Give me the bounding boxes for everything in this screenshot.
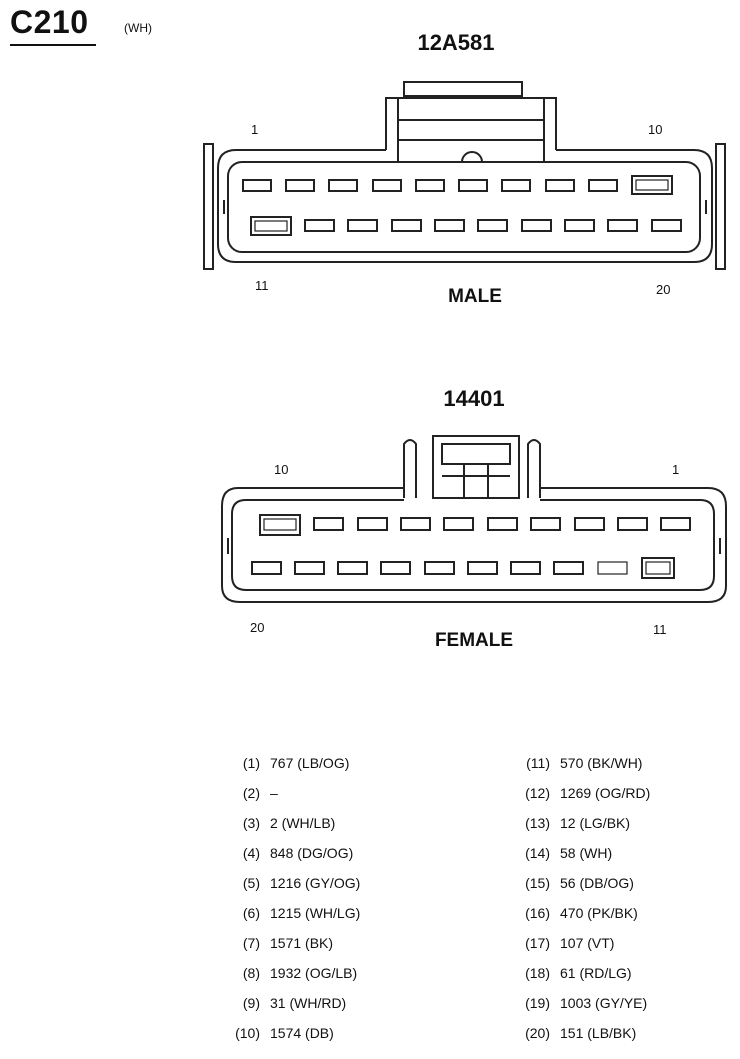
pinout-row: (2)– (214, 785, 278, 801)
pinout-row: (12) 1269 (OG/RD) (504, 785, 650, 801)
pin-description: 61 (RD/LG) (560, 965, 632, 981)
female-pin-label-top-right: 1 (672, 462, 680, 477)
female-pin-label-bottom-left: 20 (250, 620, 265, 635)
pin-number: (12) (525, 785, 550, 801)
female-part-number: 14401 (443, 386, 505, 411)
pinout-row: (4) 848 (DG/OG) (214, 845, 353, 861)
pinout-row: (19) 1003 (GY/YE) (504, 995, 647, 1011)
pin-number: (15) (525, 875, 550, 891)
pin-description: – (270, 785, 278, 801)
pinout-row: (3) 2 (WH/LB) (214, 815, 335, 831)
male-pin-cavities (242, 175, 682, 236)
connector-id: C210 (10, 4, 89, 40)
pinout-row: (15) 56 (DB/OG) (504, 875, 634, 891)
pin-number: (16) (525, 905, 550, 921)
pin-description: 848 (DG/OG) (270, 845, 354, 861)
pin-number: (7) (242, 935, 260, 951)
pin-description: 1269 (OG/RD) (560, 785, 651, 801)
pin-description: 12 (LG/BK) (560, 815, 631, 831)
pin-number: (20) (525, 1025, 550, 1041)
pinout-row: (14) 58 (WH) (504, 845, 612, 861)
male-part-number: 12A581 (417, 30, 495, 55)
male-pin-label-bottom-right: 20 (656, 282, 671, 297)
pinout-row: (5) 1216 (GY/OG) (214, 875, 360, 891)
pin-number: (5) (242, 875, 260, 891)
male-pin-label-bottom-left: 11 (255, 278, 269, 293)
pin-description: 58 (WH) (560, 845, 613, 861)
pin-description: 570 (BK/WH) (560, 755, 643, 771)
pin-description: 1932 (OG/LB) (270, 965, 358, 981)
male-label: MALE (448, 286, 502, 307)
female-connector-face (221, 435, 727, 603)
pin-number: (8) (242, 965, 260, 981)
pinout-row: (11) 570 (BK/WH) (504, 755, 642, 771)
pin-description: 1571 (BK) (270, 935, 334, 951)
pinout-row: (8) 1932 (OG/LB) (214, 965, 357, 981)
pinout-row: (13) 12 (LG/BK) (504, 815, 630, 831)
connector-diagrams (203, 81, 727, 603)
pinout-row: (7) 1571 (BK) (214, 935, 333, 951)
pin-number: (19) (525, 995, 550, 1011)
male-pin-label-top-right: 10 (648, 122, 663, 137)
pin-number: (11) (526, 755, 550, 771)
pin-description: 1003 (GY/YE) (560, 995, 648, 1011)
pinout-row: (18) 61 (RD/LG) (504, 965, 632, 981)
pin-description: 151 (LB/BK) (560, 1025, 637, 1041)
pin-description: 767 (LB/OG) (270, 755, 350, 771)
pin-description: 1215 (WH/LG) (270, 905, 361, 921)
pin-number: (2) (242, 785, 260, 801)
female-pin-label-top-left: 10 (274, 462, 289, 477)
female-pin-cavities (251, 514, 691, 579)
connector-id-underline (10, 44, 96, 46)
pin-number: (10) (235, 1025, 260, 1041)
pin-description: 1216 (GY/OG) (270, 875, 361, 891)
pin-number: (18) (525, 965, 550, 981)
pin-number: (14) (525, 845, 550, 861)
pinout-row: (9) 31 (WH/RD) (214, 995, 346, 1011)
connector-color: (WH) (124, 21, 152, 35)
pin-number: (4) (242, 845, 260, 861)
pin-number: (6) (242, 905, 260, 921)
pin-description: 56 (DB/OG) (560, 875, 634, 891)
pin-number: (1) (242, 755, 260, 771)
pinout-row: (16) 470 (PK/BK) (504, 905, 638, 921)
pinout-row: (20) 151 (LB/BK) (504, 1025, 636, 1041)
pin-description: 1574 (DB) (270, 1025, 334, 1041)
pinout-row: (1) 767 (LB/OG) (214, 755, 350, 771)
male-pin-label-top-left: 1 (251, 122, 259, 137)
pinout-row: (6) 1215 (WH/LG) (214, 905, 360, 921)
pin-description: 2 (WH/LB) (270, 815, 336, 831)
pinout-row: (10) 1574 (DB) (214, 1025, 334, 1041)
male-connector-face (203, 81, 726, 270)
pin-number: (13) (525, 815, 550, 831)
pin-number: (3) (242, 815, 260, 831)
pinout-row: (17) 107 (VT) (504, 935, 614, 951)
female-label: FEMALE (434, 630, 514, 651)
pin-description: 31 (WH/RD) (270, 995, 347, 1011)
pin-description: 470 (PK/BK) (560, 905, 638, 921)
pin-number: (9) (242, 995, 260, 1011)
female-pin-label-bottom-right: 11 (653, 622, 667, 637)
pin-description: 107 (VT) (560, 935, 615, 951)
pin-number: (17) (525, 935, 550, 951)
